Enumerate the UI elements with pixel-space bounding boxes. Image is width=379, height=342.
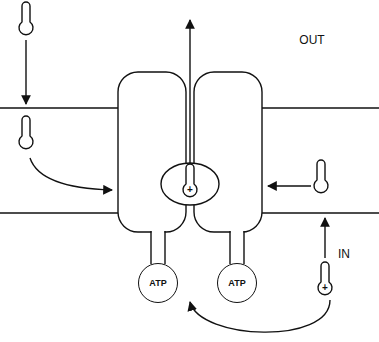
atp-text: ATP: [228, 278, 245, 288]
charge-sign: +: [322, 283, 328, 293]
side-label: OUT: [299, 34, 324, 46]
atp-circle: ATP: [217, 263, 257, 303]
atp-text: ATP: [149, 278, 166, 288]
atp-circle: ATP: [138, 263, 178, 303]
charge-sign: +: [187, 185, 193, 195]
side-label: IN: [338, 248, 350, 260]
